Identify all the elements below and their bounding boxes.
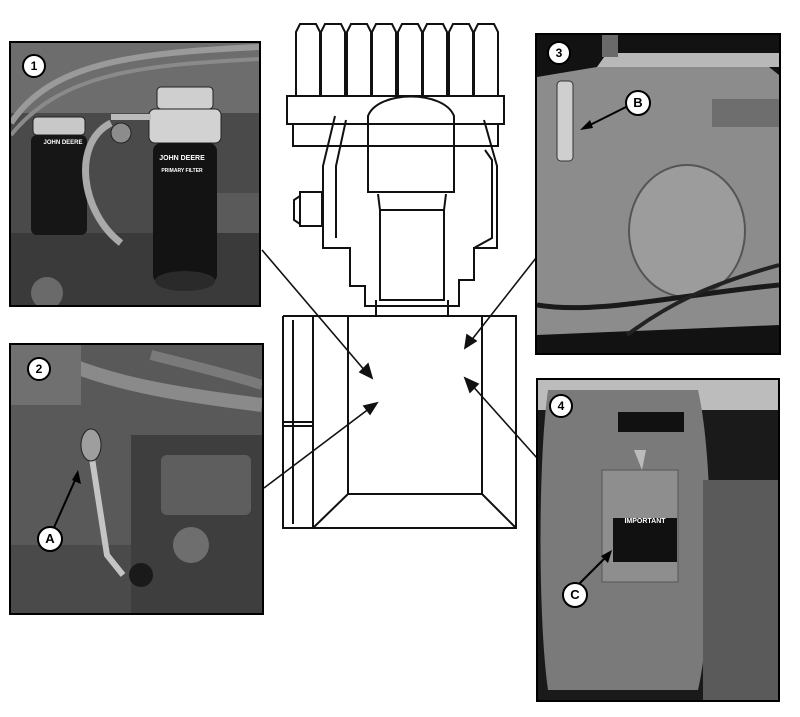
- callout-c: C: [562, 582, 588, 608]
- panel-number-3: 3: [547, 41, 571, 65]
- callout-a: A: [37, 526, 63, 552]
- photo-panel-fan-housing: [536, 378, 780, 702]
- photo-panel-tank: [535, 33, 781, 355]
- decal-title: IMPORTANT: [624, 518, 666, 525]
- photo-panel-fuel-filters: [9, 41, 261, 307]
- filter-brand-right: JOHN DEERE: [159, 155, 205, 162]
- panel-number-4: 4: [549, 394, 573, 418]
- filter-caption: PRIMARY FILTER: [161, 168, 203, 174]
- engine-top-bars: [295, 23, 499, 97]
- panel-number-2: 2: [27, 357, 51, 381]
- callout-b: B: [625, 90, 651, 116]
- photo-panel-drain-valve: [9, 343, 264, 615]
- filter-brand-left: JOHN DEERE: [43, 140, 83, 146]
- panel-number-1: 1: [22, 54, 46, 78]
